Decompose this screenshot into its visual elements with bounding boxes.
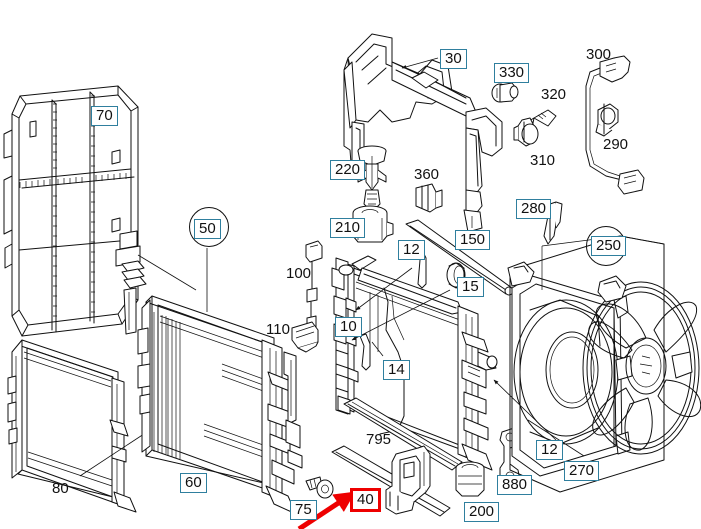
part-label-40-highlighted[interactable]: 40: [350, 488, 381, 512]
part-radiator-10: [331, 249, 498, 471]
part-label-60[interactable]: 60: [180, 473, 207, 493]
part-label-795[interactable]: 795: [366, 431, 392, 448]
part-bush-200: [455, 461, 485, 497]
part-condenser-60: [137, 295, 303, 515]
part-label-360[interactable]: 360: [414, 166, 440, 183]
part-label-270[interactable]: 270: [564, 461, 600, 481]
part-grommet-330: [491, 82, 519, 103]
part-label-75[interactable]: 75: [290, 500, 317, 520]
part-label-310[interactable]: 310: [530, 152, 556, 169]
part-label-14[interactable]: 14: [383, 360, 410, 380]
part-label-100[interactable]: 100: [286, 265, 312, 282]
part-label-30[interactable]: 30: [440, 49, 467, 69]
callout-circle-50: [189, 207, 229, 247]
part-label-300[interactable]: 300: [586, 46, 612, 63]
part-label-320[interactable]: 320: [541, 86, 567, 103]
part-label-880[interactable]: 880: [497, 475, 533, 495]
part-label-250[interactable]: 250: [591, 236, 627, 256]
part-condenser-80: [7, 339, 151, 513]
part-fan-blade: [582, 275, 701, 455]
part-label-10[interactable]: 10: [335, 317, 362, 337]
part-label-110[interactable]: 110: [266, 321, 290, 338]
part-bracket-40: [385, 445, 431, 515]
part-bolt-75: [305, 476, 334, 499]
part-sensor-100: [305, 240, 323, 331]
part-rail-795: [331, 397, 463, 517]
part-label-70[interactable]: 70: [91, 106, 118, 126]
part-label-150[interactable]: 150: [455, 230, 491, 250]
part-cable-clip-310: [513, 117, 539, 147]
part-label-220[interactable]: 220: [330, 160, 366, 180]
part-label-290[interactable]: 290: [603, 136, 629, 153]
part-label-15[interactable]: 15: [457, 277, 484, 297]
part-label-80[interactable]: 80: [52, 480, 69, 497]
part-label-280[interactable]: 280: [516, 199, 552, 219]
part-retaining-clip-360: [415, 183, 443, 213]
part-label-12[interactable]: 12: [536, 440, 563, 460]
part-frame-70: [3, 85, 197, 337]
part-clamp-290: [595, 103, 619, 137]
part-harness-300: [585, 55, 645, 195]
part-label-200[interactable]: 200: [464, 502, 500, 522]
part-label-210[interactable]: 210: [330, 218, 366, 238]
part-label-12[interactable]: 12: [398, 240, 425, 260]
part-air-duct-30: [343, 33, 503, 233]
highlight-arrow: [297, 491, 356, 529]
part-connector-110: [291, 321, 319, 353]
part-label-50[interactable]: 50: [194, 219, 221, 239]
part-label-330[interactable]: 330: [494, 63, 530, 83]
